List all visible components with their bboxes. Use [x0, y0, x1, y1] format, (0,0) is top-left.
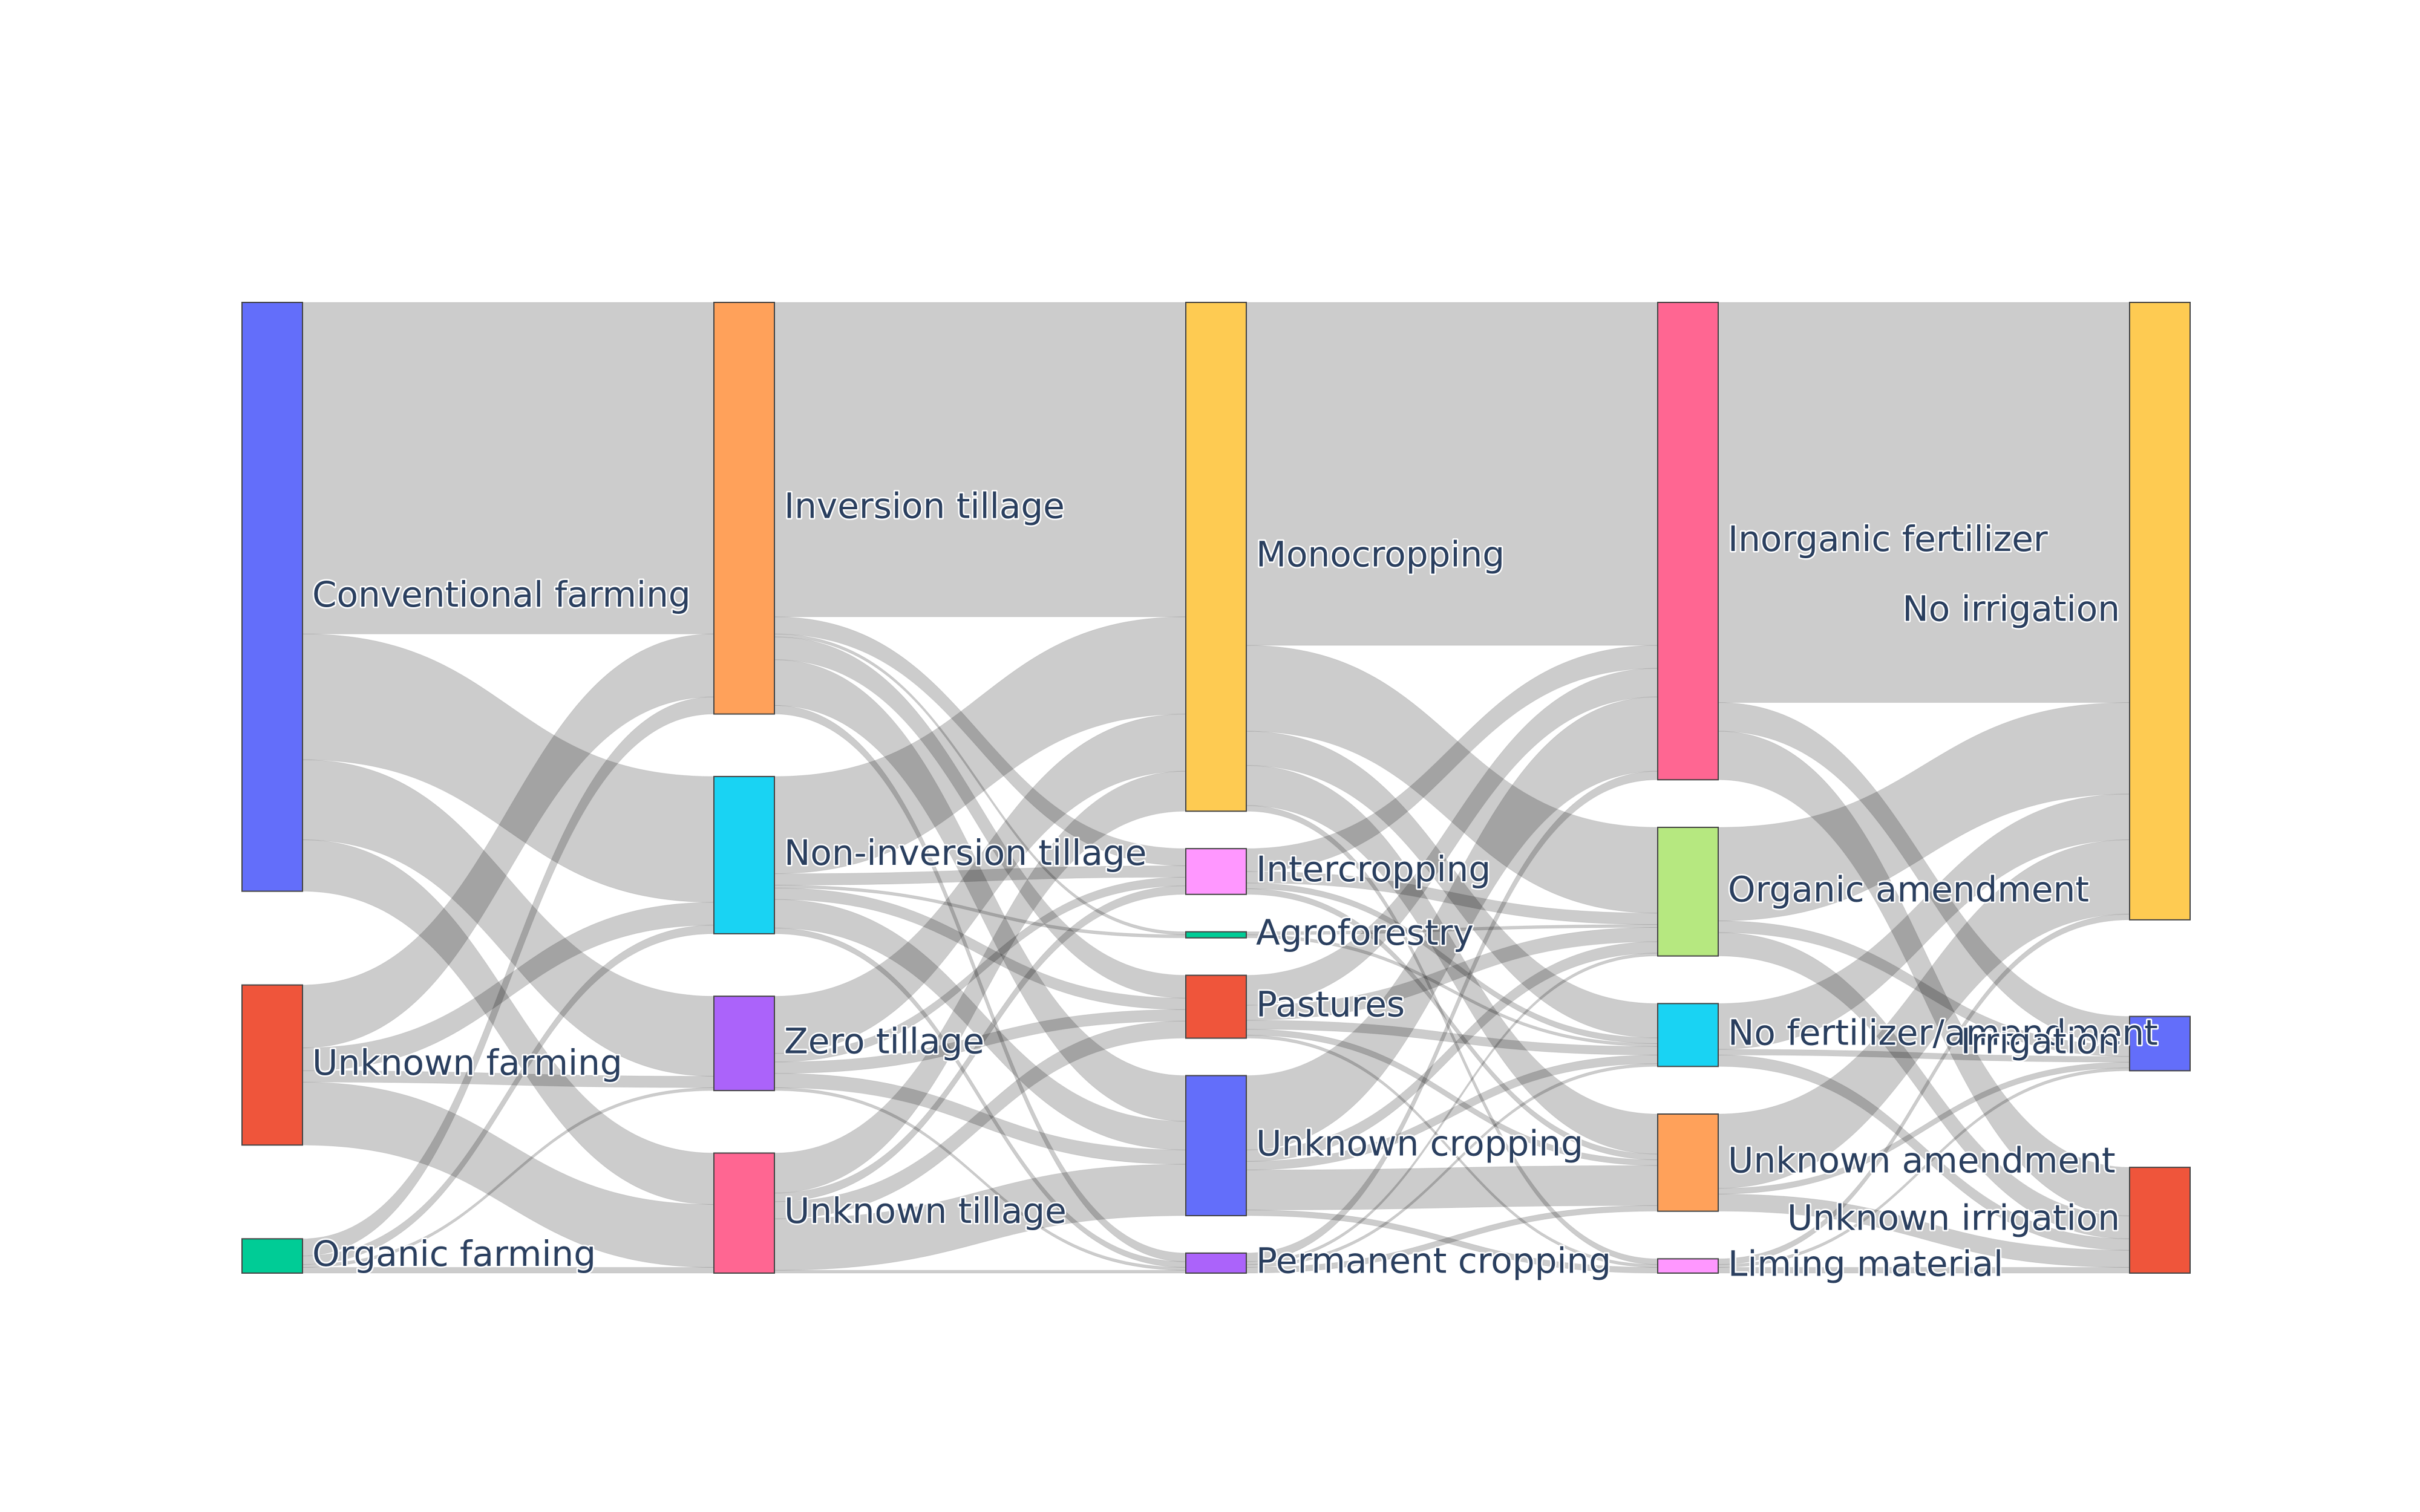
- node-agroforestry[interactable]: [1185, 931, 1247, 939]
- node-label-no-irrigation: No irrigation: [1902, 588, 2120, 630]
- node-unknown-amendment[interactable]: [1657, 1113, 1719, 1212]
- node-label-unknown-amendment: Unknown amendment: [1728, 1139, 2116, 1181]
- link-inversion-tillage-to-monocropping[interactable]: [774, 302, 1186, 618]
- node-conventional-farming[interactable]: [241, 302, 303, 892]
- node-monocropping[interactable]: [1185, 302, 1247, 812]
- node-label-permanent-cropping: Permanent cropping: [1256, 1240, 1611, 1282]
- link-unknown-cropping-to-unknown-amendment[interactable]: [1246, 1165, 1658, 1211]
- node-zero-tillage[interactable]: [713, 996, 775, 1092]
- node-label-organic-farming: Organic farming: [312, 1233, 596, 1274]
- node-pastures[interactable]: [1185, 974, 1247, 1039]
- node-unknown-farming[interactable]: [241, 984, 303, 1146]
- node-label-conventional-farming: Conventional farming: [312, 574, 691, 615]
- node-label-non-inversion-tillage: Non-inversion tillage: [784, 832, 1146, 873]
- node-no-fertilizer-amendment[interactable]: [1657, 1003, 1719, 1067]
- node-liming-material[interactable]: [1657, 1258, 1719, 1274]
- node-label-unknown-tillage: Unknown tillage: [784, 1190, 1067, 1231]
- links-layer: [302, 302, 2130, 1274]
- node-unknown-cropping[interactable]: [1185, 1075, 1247, 1217]
- node-label-monocropping: Monocropping: [1256, 534, 1505, 575]
- node-label-unknown-farming: Unknown farming: [312, 1042, 623, 1083]
- node-unknown-tillage[interactable]: [713, 1152, 775, 1274]
- node-no-irrigation[interactable]: [2129, 302, 2191, 921]
- node-inversion-tillage[interactable]: [713, 302, 775, 715]
- node-label-no-fertilizer-amendment: No fertilizer/amendment: [1728, 1012, 2158, 1053]
- node-unknown-irrigation[interactable]: [2129, 1167, 2191, 1274]
- node-label-inorganic-fertilizer: Inorganic fertilizer: [1728, 518, 2048, 559]
- link-monocropping-to-inorganic-fertilizer[interactable]: [1246, 302, 1658, 646]
- node-non-inversion-tillage[interactable]: [713, 775, 775, 934]
- node-label-intercropping: Intercropping: [1256, 849, 1491, 890]
- link-unknown-tillage-to-permanent-cropping[interactable]: [774, 1269, 1186, 1274]
- node-label-agroforestry: Agroforestry: [1256, 912, 1474, 953]
- node-label-organic-amendment: Organic amendment: [1728, 868, 2089, 910]
- node-organic-amendment[interactable]: [1657, 826, 1719, 957]
- node-label-pastures: Pastures: [1256, 984, 1405, 1025]
- link-inorganic-fertilizer-to-no-irrigation[interactable]: [1718, 302, 2130, 703]
- node-label-zero-tillage: Zero tillage: [784, 1020, 984, 1061]
- node-label-liming-material: Liming material: [1728, 1243, 2003, 1284]
- node-label-unknown-cropping: Unknown cropping: [1256, 1123, 1583, 1164]
- node-label-irrigation: Irrigation: [1961, 1021, 2120, 1062]
- nodes-layer: [241, 302, 2191, 1274]
- node-label-inversion-tillage: Inversion tillage: [784, 485, 1065, 526]
- node-irrigation[interactable]: [2129, 1015, 2191, 1072]
- node-organic-farming[interactable]: [241, 1238, 303, 1274]
- node-inorganic-fertilizer[interactable]: [1657, 302, 1719, 781]
- node-label-unknown-irrigation: Unknown irrigation: [1787, 1198, 2120, 1239]
- node-permanent-cropping[interactable]: [1185, 1252, 1247, 1274]
- node-intercropping[interactable]: [1185, 848, 1247, 895]
